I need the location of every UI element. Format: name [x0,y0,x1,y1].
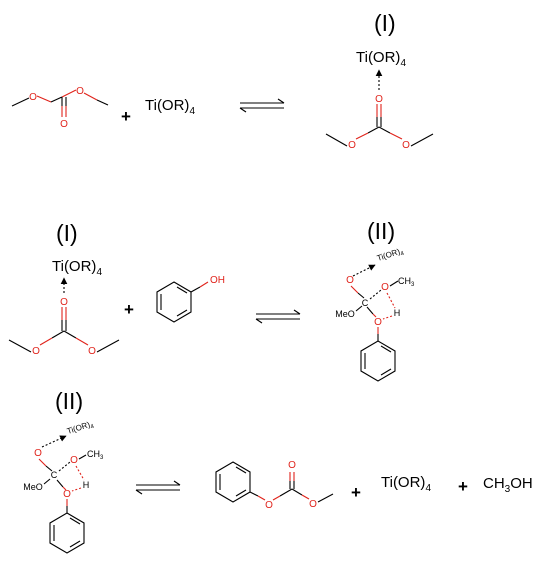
svg-text:O: O [76,86,84,97]
complex-I-row1: O O O [325,69,434,151]
ti-reagent-complex-I-row2: Ti(OR)4 [52,258,102,278]
methanol: CH3OH [483,475,533,495]
label-complex-I-row2: (I) [56,220,78,246]
svg-text:O: O [346,275,354,286]
svg-text:O: O [288,460,296,471]
plus-sign: + [124,300,134,319]
svg-text:H: H [83,480,90,490]
ti-reagent-row3: Ti(OR)4 [381,474,431,494]
svg-text:O: O [63,489,71,500]
label-complex-II-row3: (II) [55,388,83,414]
svg-text:O: O [374,317,382,328]
svg-text:O: O [88,346,96,357]
ti-reagent-row1: Ti(OR)4 [145,97,195,117]
equilibrium-arrow-row2 [255,309,301,324]
svg-text:OH: OH [210,275,225,286]
equilibrium-arrow-row3 [135,480,181,495]
svg-text:O: O [381,282,389,293]
svg-text:O: O [70,455,78,466]
svg-text:CH3: CH3 [398,276,415,288]
dimethyl-carbonate-row1: O O O [11,86,109,130]
svg-text:O: O [34,448,42,459]
svg-text:C: C [51,470,58,480]
complex-II-row3: Ti(OR)4 O C O CH3 H MeO O [23,419,104,554]
ti-reagent-complex-I-top: Ti(OR)4 [356,49,406,69]
svg-text:O: O [32,346,40,357]
svg-text:H: H [394,308,401,318]
equilibrium-arrow-row1 [239,98,285,113]
svg-text:CH3: CH3 [87,449,104,461]
svg-text:MeO: MeO [335,309,355,319]
plus-sign: + [458,477,468,496]
methyl-phenyl-carbonate: O O O [215,460,334,511]
plus-sign: + [351,483,361,502]
complex-I-row2: O O O [8,277,120,357]
svg-text:O: O [60,297,68,308]
label-complex-I-row1: (I) [374,10,396,36]
svg-text:C: C [362,298,369,308]
svg-text:O: O [402,140,410,151]
svg-text:O: O [29,92,37,103]
phenol: OH [156,275,225,323]
svg-text:O: O [60,119,68,130]
svg-text:MeO: MeO [23,482,43,492]
plus-sign: + [121,107,131,126]
svg-text:O: O [375,94,383,105]
svg-text:Ti(OR)4: Ti(OR)4 [376,246,406,265]
svg-text:Ti(OR)4: Ti(OR)4 [66,419,96,438]
label-complex-II-row2: (II) [367,218,395,244]
complex-II-row2: Ti(OR)4 O C O CH3 H MeO O [335,246,415,382]
svg-text:O: O [309,499,317,510]
svg-text:O: O [348,140,356,151]
svg-text:O: O [265,500,273,511]
